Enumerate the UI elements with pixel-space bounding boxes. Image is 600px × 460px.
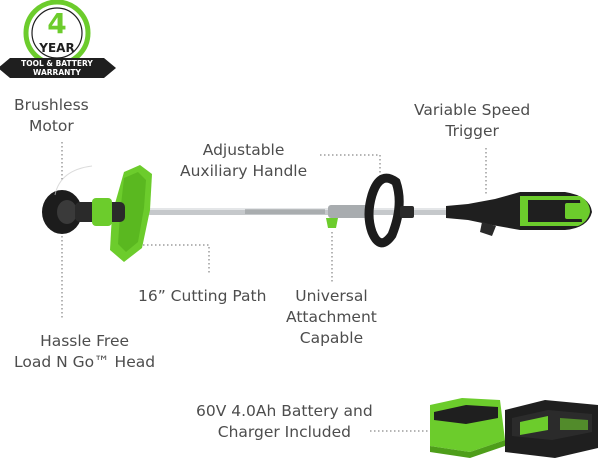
- callout-head-line2: Load N Go™ Head: [14, 353, 156, 371]
- badge-year: YEAR: [38, 41, 74, 55]
- callout-speed-trigger-line2: Trigger: [445, 122, 499, 140]
- badge-ribbon-line1: TOOL & BATTERY: [21, 59, 93, 68]
- callout-cutting-path-line1: 16” Cutting Path: [138, 287, 267, 305]
- warranty-badge: 4 YEAR TOOL & BATTERY WARRANTY: [0, 0, 116, 78]
- callout-lines: [61, 142, 487, 432]
- callout-cutting-path: 16” Cutting Path: [138, 286, 266, 307]
- callout-auxiliary-handle: Adjustable Auxiliary Handle: [180, 140, 307, 182]
- callout-speed-trigger-line1: Variable Speed: [414, 101, 531, 119]
- badge-ribbon-line2: WARRANTY: [33, 68, 81, 77]
- callout-auxiliary-handle-line2: Auxiliary Handle: [180, 162, 308, 180]
- callout-brushless-motor: Brushless Motor: [14, 95, 89, 137]
- callout-head-line1: Hassle Free: [40, 332, 130, 350]
- callout-battery-charger-line2: Charger Included: [217, 423, 351, 441]
- callout-brushless-motor-line1: Brushless: [14, 96, 89, 114]
- auxiliary-handle: [364, 173, 414, 248]
- battery-image: [505, 400, 598, 458]
- charger-image: [430, 398, 505, 458]
- trimmer-head: [42, 165, 152, 262]
- callout-attachment: Universal Attachment Capable: [286, 286, 377, 349]
- callout-battery-charger: 60V 4.0Ah Battery and Charger Included: [196, 401, 373, 443]
- badge-ribbon: [0, 58, 116, 78]
- callout-attachment-line3: Capable: [299, 329, 364, 347]
- callout-battery-charger-line1: 60V 4.0Ah Battery and: [196, 402, 373, 420]
- callout-auxiliary-handle-line1: Adjustable: [202, 141, 285, 159]
- callout-brushless-motor-line2: Motor: [28, 117, 74, 135]
- callout-head: Hassle Free Load N Go™ Head: [14, 331, 155, 373]
- badge-number: 4: [47, 7, 66, 40]
- motor-housing: [446, 192, 592, 236]
- attachment-coupler: [326, 205, 368, 228]
- callout-attachment-line2: Attachment: [286, 308, 377, 326]
- callout-attachment-line1: Universal: [295, 287, 368, 305]
- callout-speed-trigger: Variable Speed Trigger: [414, 100, 530, 142]
